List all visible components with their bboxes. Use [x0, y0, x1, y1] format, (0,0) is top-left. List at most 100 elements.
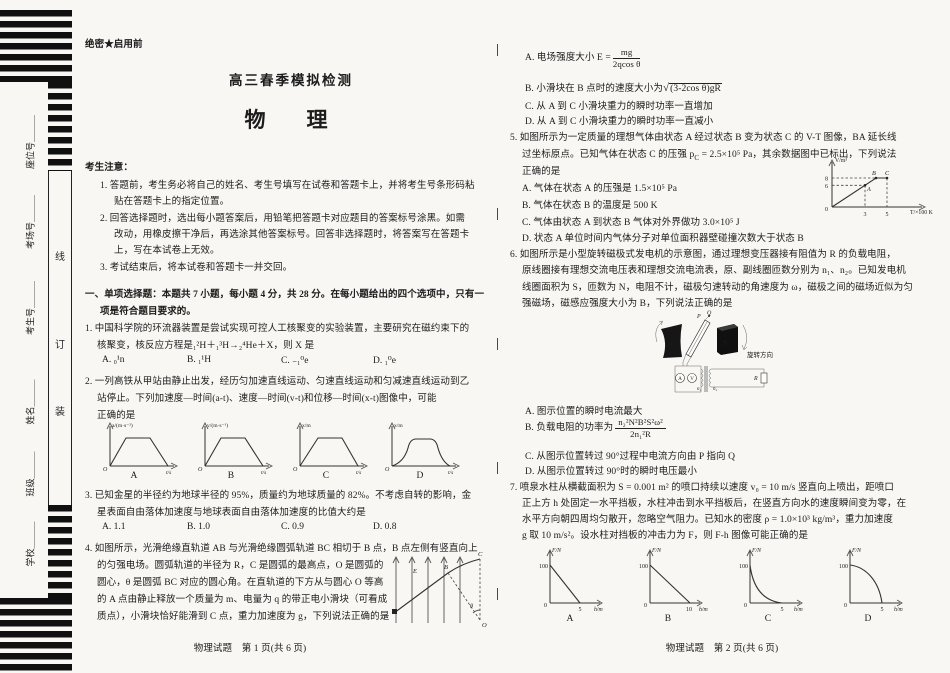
q1-option-a: A. ₀¹n	[102, 355, 125, 365]
svg-text:O: O	[103, 467, 108, 473]
q6-option-c: C. 从图示位置转过 90°过程中电流方向由 P 指向 Q	[525, 452, 736, 462]
svg-text:A: A	[678, 377, 682, 382]
fraction-denominator: 2qcos θ	[612, 59, 641, 70]
fraction-numerator: n₂²N²B²S²ω²	[615, 417, 666, 430]
notice-heading: 考生注意：	[85, 163, 134, 173]
svg-text:5: 5	[781, 607, 784, 613]
svg-text:0: 0	[825, 207, 828, 213]
svg-text:F/N: F/N	[751, 548, 762, 554]
notice-2-line: 2. 回答选择题时，选出每小题答案后，用铅笔把答题卡对应题目的答案标号涂黑。如需	[100, 214, 466, 224]
svg-text:100: 100	[739, 564, 748, 570]
svg-text:V: V	[690, 377, 694, 382]
q1-line: 核聚变，核反应方程是₁²H＋₁³H→₂⁴He＋X，则 X 是	[97, 341, 315, 351]
section-heading-line: 一、单项选择题：本题共 7 小题，每小题 4 分，共 28 分。在每小题给出的四…	[85, 290, 485, 300]
notice-1-line: 贴在答题卡上的指定位置。	[114, 197, 230, 207]
svg-text:10: 10	[686, 607, 692, 613]
room-number-field: 考场号＿＿＿	[25, 194, 36, 250]
q5-option-d: D. 状态 A 单位时间内气体分子对单位面积器壁碰撞次数大于状态 B	[522, 234, 804, 244]
svg-text:旋转方向: 旋转方向	[747, 350, 773, 359]
q7-line: 7. 喷泉水柱从横截面积为 S = 0.001 m² 的喷口持续以速度 v₀ =…	[510, 483, 894, 493]
svg-text:S: S	[723, 338, 727, 347]
svg-text:t/s: t/s	[448, 470, 453, 476]
candidate-number-field: 考生号＿＿＿	[25, 280, 36, 336]
q4-line: 圆心，θ 是圆弧 BC 对应的圆心角。在直轨道的下方从与圆心 O 等高	[97, 578, 384, 588]
q4-option-b: B. 小滑块在 B 点时的速度大小为√(3-2cos θ)gR	[525, 80, 722, 94]
svg-text:O: O	[482, 622, 487, 629]
svg-text:100: 100	[539, 564, 548, 570]
svg-text:0: 0	[744, 603, 747, 609]
q2-graph-c: x/m O t/s	[293, 421, 369, 476]
svg-text:a/(m·s⁻²): a/(m·s⁻²)	[112, 422, 133, 429]
svg-text:O: O	[198, 467, 203, 473]
svg-text:T/×100 K: T/×100 K	[910, 210, 934, 216]
svg-text:x/m: x/m	[394, 423, 403, 429]
q4-line: 质点），小滑块恰好能滑到 C 点，重力加速度为 g，下列说法正确的是	[97, 612, 390, 622]
binding-column	[48, 171, 72, 505]
q7-graph-d: F/N 100 0 5 h/m	[839, 548, 903, 613]
q4-figure: E A B C θ O	[383, 551, 487, 629]
page-2-footer: 物理试题 第 2 页(共 6 页)	[665, 644, 779, 654]
svg-text:h/m: h/m	[699, 607, 708, 613]
svg-text:3: 3	[864, 212, 867, 218]
svg-text:A: A	[383, 613, 388, 620]
q5-graph: V/m³ 8 6 0 3 5 T/×100 K B C A	[825, 158, 934, 218]
q3-option-b: B. 1.0	[187, 522, 210, 532]
q6-option-a: A. 图示位置的瞬时电流最大	[525, 407, 643, 417]
svg-text:V/m³: V/m³	[835, 158, 847, 164]
seat-number-field: 座位号＿＿＿	[25, 114, 36, 170]
svg-text:h/m: h/m	[794, 607, 803, 613]
svg-text:P: P	[696, 314, 701, 320]
q7-line: g 取 10 m/s²。设水柱对挡板的冲击力为 F，则 F-h 图像可能正确的是	[522, 531, 809, 541]
sqrt-sign: √	[662, 82, 670, 94]
q3-line: 3. 已知金星的半径约为地球半径的 95%，质量约为地球质量的 82%。不考虑自…	[85, 491, 472, 501]
secrecy-notice: 绝密★启用前	[85, 40, 143, 50]
svg-text:5: 5	[886, 212, 889, 218]
class-field: 班级＿＿＿	[25, 451, 36, 497]
svg-text:Q: Q	[707, 311, 712, 317]
q2-line: 站停止。下列加速度—时间(a-t)、速度—时间(v-t)和位移—时间(x-t)图…	[97, 394, 437, 404]
timing-marks-bottom	[48, 505, 72, 598]
svg-text:O: O	[293, 467, 298, 473]
q7-graph-a: F/N 100 0 5 h/m	[539, 548, 603, 613]
notice-2-line: 改动，用橡皮擦干净后，再选涂其他答案标号。回答非选择题时，将答案写在答题卡	[114, 230, 470, 240]
q2-graph-label-a: A	[130, 471, 138, 481]
q2-line: 正确的是	[97, 411, 136, 421]
q5-line: 5. 如图所示为一定质量的理想气体由状态 A 经过状态 B 变为状态 C 的 V…	[510, 133, 897, 143]
q5-option-c: C. 气体由状态 A 到状态 B 气体对外界做功 3.0×10⁵ J	[522, 218, 740, 228]
q3-option-d: D. 0.8	[373, 522, 397, 532]
binding-char-zhuang: 装	[55, 407, 65, 418]
registration-marks-top	[0, 10, 72, 82]
q7-graph-label-c: C	[764, 614, 772, 624]
page-1-footer: 物理试题 第 1 页(共 6 页)	[193, 644, 307, 654]
svg-text:8: 8	[825, 177, 828, 183]
q2-graph-b: v/(m·s⁻¹) O t/s	[198, 421, 274, 476]
svg-text:x/m: x/m	[302, 423, 311, 429]
svg-text:B: B	[444, 564, 448, 571]
q6-option-b-text: B. 负载电阻的功率为	[525, 423, 614, 434]
q5-line: 正确的是	[522, 167, 561, 177]
svg-text:R: R	[753, 376, 758, 382]
q2-line: 2. 一列高铁从甲站由静止出发，经历匀加速直线运动、匀速直线运动和匀减速直线运动…	[85, 377, 470, 387]
svg-text:F/N: F/N	[651, 548, 662, 554]
q5-option-b: B. 气体在状态 B 的温度是 500 K	[522, 201, 658, 211]
name-field: 姓名＿＿＿	[25, 379, 36, 425]
svg-text:5: 5	[579, 607, 582, 613]
svg-text:E: E	[412, 568, 417, 575]
q3-option-c: C. 0.9	[281, 522, 304, 532]
q2-graph-d: x/m O t/s	[385, 421, 461, 476]
svg-text:0: 0	[644, 603, 647, 609]
svg-text:n₂: n₂	[713, 387, 718, 392]
svg-text:F/N: F/N	[851, 548, 862, 554]
notice-3-line: 3. 考试结束后，将本试卷和答题卡一并交回。	[100, 263, 293, 273]
fold-mark	[497, 44, 499, 56]
svg-text:C: C	[885, 170, 890, 177]
notice-2-line: 上，写在本试卷上无效。	[114, 246, 220, 256]
svg-text:6: 6	[825, 184, 828, 190]
q2-graph-label-c: C	[322, 471, 330, 481]
q6-line: 强磁场，磁感应强度大小为 B，下列说法正确的是	[522, 299, 733, 309]
svg-text:0: 0	[844, 603, 847, 609]
fraction-numerator: mg	[612, 47, 641, 60]
fraction-denominator: 2n₁²R	[630, 429, 651, 440]
